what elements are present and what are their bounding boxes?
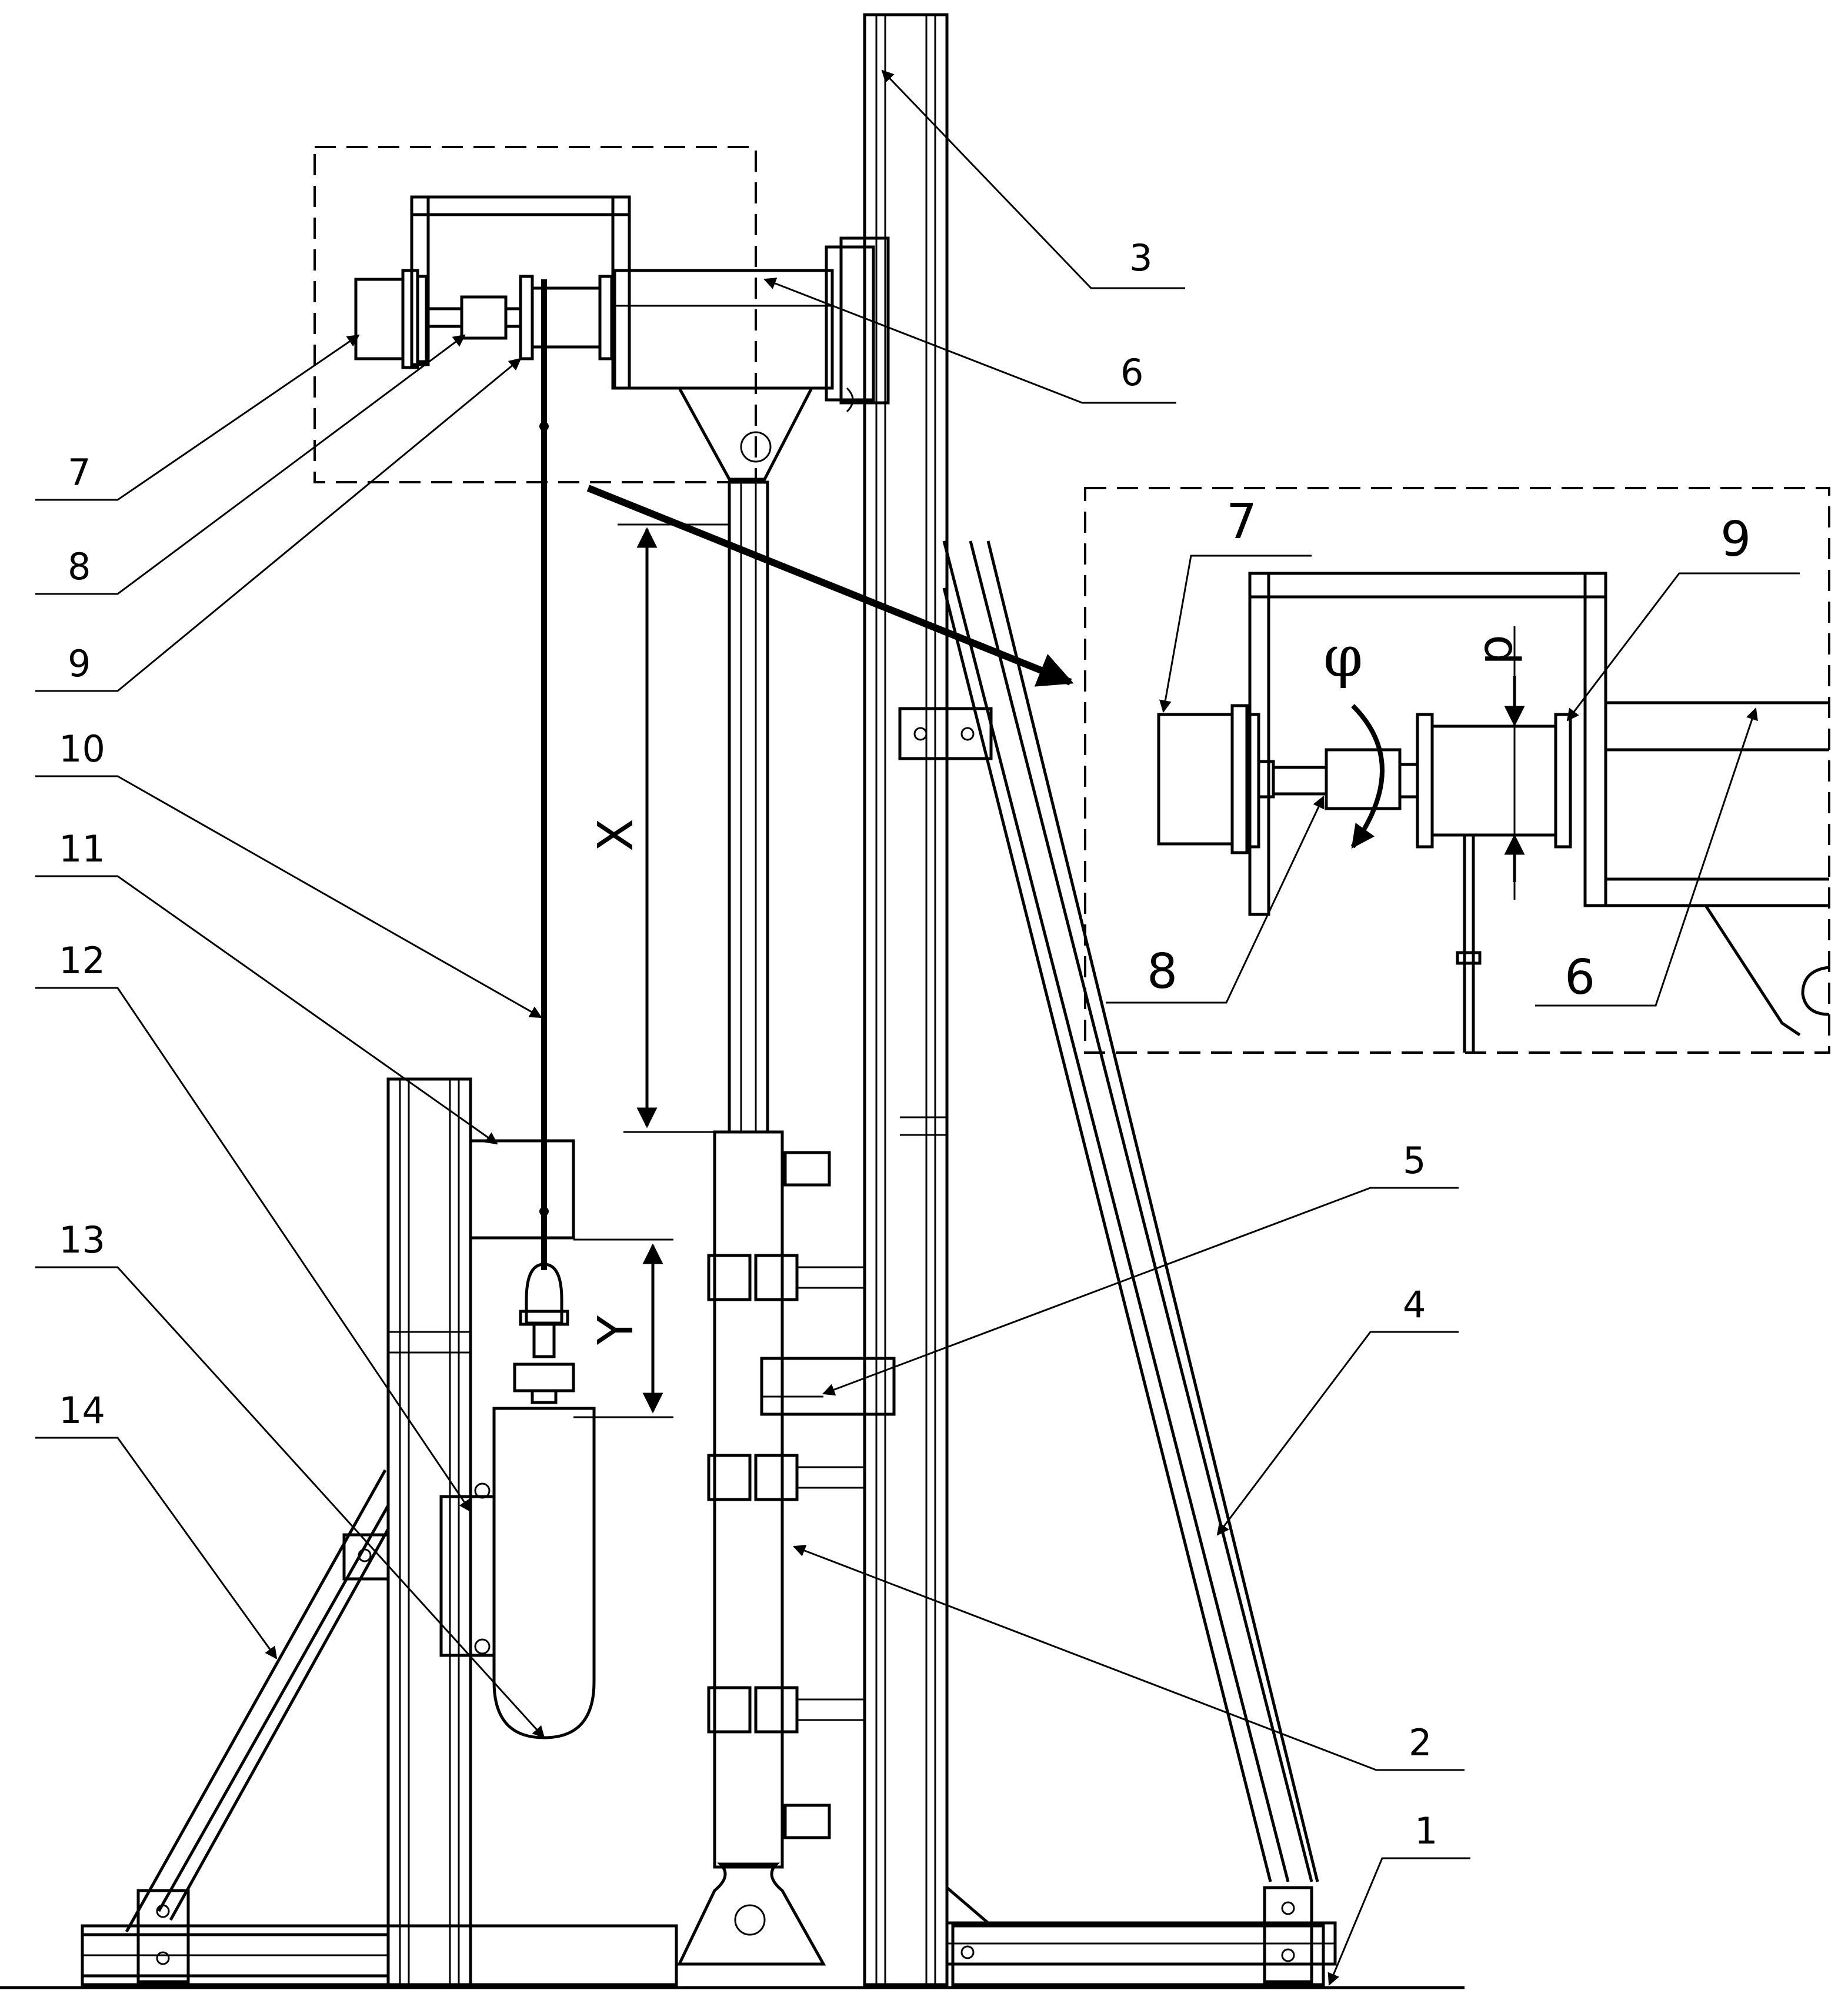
detail-label-7: 7	[1226, 494, 1257, 550]
detail-label-9: 9	[1720, 512, 1751, 567]
detail-box	[1084, 487, 1830, 1054]
label-1: 1	[1415, 1809, 1437, 1852]
detail-label-8: 8	[1147, 944, 1177, 1000]
label-11: 11	[59, 827, 105, 870]
label-7: 7	[68, 451, 91, 494]
label-14: 14	[59, 1389, 105, 1432]
main-column	[863, 13, 993, 1986]
detail-view	[1106, 555, 1830, 1053]
label-3: 3	[1129, 236, 1152, 279]
top-arm	[613, 236, 890, 481]
label-10: 10	[59, 727, 105, 770]
support-post	[677, 480, 896, 1966]
detail-label-phi: φ	[1323, 624, 1363, 690]
label-12: 12	[59, 939, 105, 982]
left-frame	[386, 1077, 575, 1986]
detail-label-6: 6	[1565, 950, 1595, 1006]
test-capsule	[492, 1407, 596, 1739]
winch	[354, 269, 613, 369]
dim-label-x: X	[588, 819, 644, 851]
leaders	[35, 69, 1470, 1986]
detail-callout-box	[313, 146, 757, 483]
winch-frame	[410, 195, 631, 390]
dimension-x	[618, 523, 729, 1133]
base-right	[945, 1884, 1337, 1983]
dim-label-y: Y	[588, 1315, 644, 1345]
label-4: 4	[1403, 1283, 1426, 1326]
label-6: 6	[1120, 351, 1143, 394]
diagonal-brace	[942, 540, 1319, 1882]
label-2: 2	[1409, 1721, 1432, 1764]
label-13: 13	[59, 1218, 105, 1261]
detail-arrow	[586, 485, 1074, 687]
label-9: 9	[68, 642, 91, 685]
left-brace	[81, 1469, 390, 1983]
detail-label-d: d	[1473, 635, 1529, 665]
shackle	[513, 1263, 575, 1404]
dimension-y	[573, 1238, 673, 1418]
label-5: 5	[1403, 1139, 1426, 1182]
label-8: 8	[68, 545, 91, 588]
